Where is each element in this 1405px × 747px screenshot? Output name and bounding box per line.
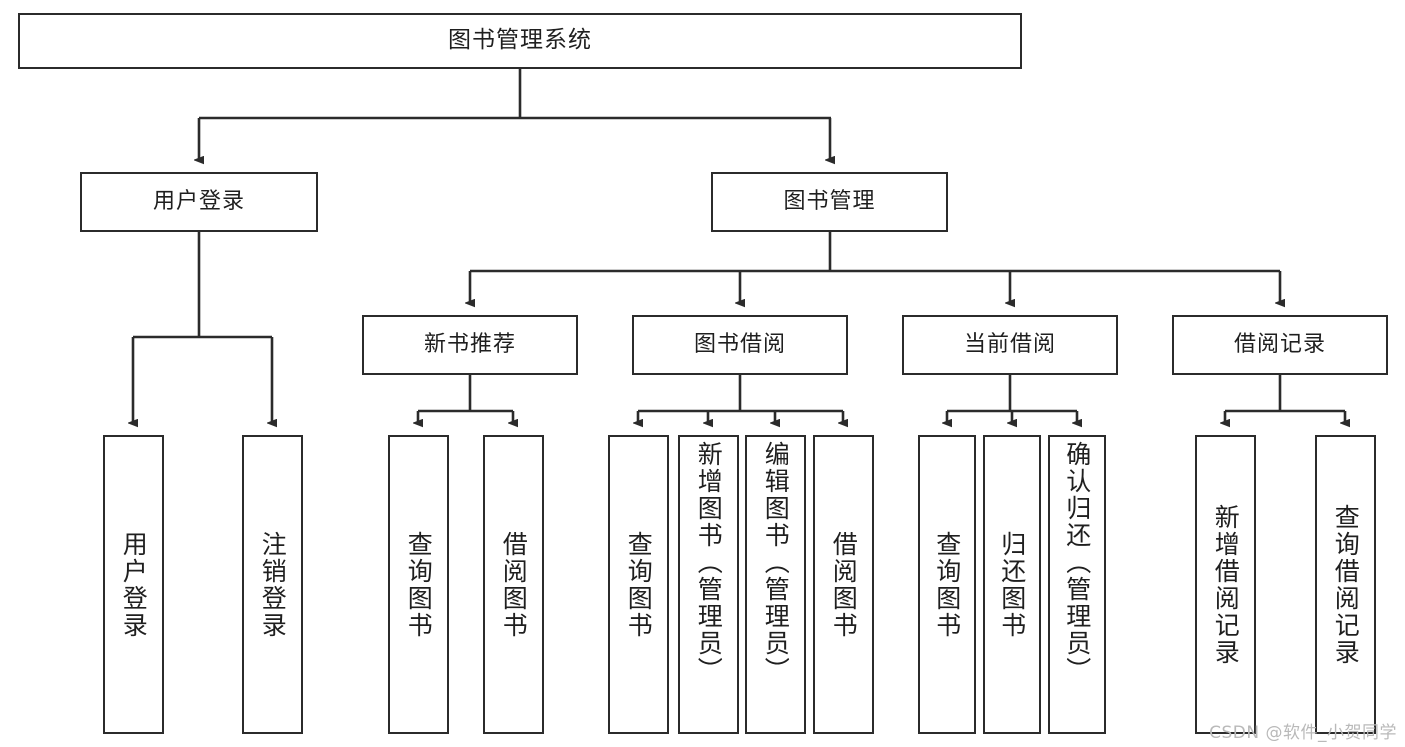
node-book-manage-label: 图书管理 xyxy=(783,188,876,214)
node-new-book-rec[interactable]: 新书推荐 xyxy=(362,315,578,375)
leaf-text-wrap: 查询图书 xyxy=(610,437,667,732)
node-root-label: 图书管理系统 xyxy=(448,27,592,54)
leaf-text-wrap: 借阅图书 xyxy=(815,437,872,732)
leaf-text-wrap: 借阅图书 xyxy=(485,437,542,732)
node-new-book-rec-label: 新书推荐 xyxy=(423,331,516,357)
leaf-text-wrap: 查询图书 xyxy=(390,437,447,732)
node-leaf-return-book[interactable]: 归还图书 xyxy=(983,435,1041,734)
node-leaf-edit-book-label: 编辑图书（管理员） xyxy=(761,441,791,684)
node-leaf-edit-book[interactable]: 编辑图书（管理员） xyxy=(745,435,806,734)
leaf-text-wrap: 用户登录 xyxy=(105,437,162,732)
node-borrow-record-label: 借阅记录 xyxy=(1233,331,1326,357)
leaf-text-wrap: 注销登录 xyxy=(244,437,301,732)
leaf-text-wrap: 查询借阅记录 xyxy=(1317,437,1374,732)
node-leaf-query-record[interactable]: 查询借阅记录 xyxy=(1315,435,1376,734)
node-leaf-return-book-label: 归还图书 xyxy=(997,530,1027,639)
node-leaf-confirm-return[interactable]: 确认归还（管理员） xyxy=(1048,435,1106,734)
node-leaf-add-record[interactable]: 新增借阅记录 xyxy=(1195,435,1256,734)
node-book-borrow-label: 图书借阅 xyxy=(693,331,786,357)
node-leaf-borrow-book-rec[interactable]: 借阅图书 xyxy=(483,435,544,734)
node-leaf-logout[interactable]: 注销登录 xyxy=(242,435,303,734)
node-leaf-query-book-rec-label: 查询图书 xyxy=(404,530,434,639)
node-current-borrow[interactable]: 当前借阅 xyxy=(902,315,1118,375)
node-user-login-label: 用户登录 xyxy=(152,188,245,214)
node-current-borrow-label: 当前借阅 xyxy=(963,331,1056,357)
node-leaf-borrow-book[interactable]: 借阅图书 xyxy=(813,435,874,734)
leaf-text-wrap: 新增图书（管理员） xyxy=(680,437,737,732)
node-leaf-confirm-return-label: 确认归还（管理员） xyxy=(1062,441,1092,684)
leaf-text-wrap: 查询图书 xyxy=(920,437,974,732)
node-leaf-add-book-label: 新增图书（管理员） xyxy=(694,441,724,684)
watermark: CSDN @软件_小贺同学 xyxy=(1209,723,1397,743)
node-leaf-add-book[interactable]: 新增图书（管理员） xyxy=(678,435,739,734)
leaf-text-wrap: 新增借阅记录 xyxy=(1197,437,1254,732)
leaf-text-wrap: 确认归还（管理员） xyxy=(1050,437,1104,732)
node-root[interactable]: 图书管理系统 xyxy=(18,13,1022,69)
leaf-text-wrap: 归还图书 xyxy=(985,437,1039,732)
node-book-manage[interactable]: 图书管理 xyxy=(711,172,948,232)
node-leaf-user-login-label: 用户登录 xyxy=(119,530,149,639)
node-leaf-query-book-current-label: 查询图书 xyxy=(932,530,962,639)
node-book-borrow[interactable]: 图书借阅 xyxy=(632,315,848,375)
node-leaf-query-book-borrow-label: 查询图书 xyxy=(624,530,654,639)
node-leaf-borrow-book-rec-label: 借阅图书 xyxy=(499,530,529,639)
node-leaf-add-record-label: 新增借阅记录 xyxy=(1211,503,1241,666)
node-leaf-borrow-book-label: 借阅图书 xyxy=(829,530,859,639)
node-leaf-query-record-label: 查询借阅记录 xyxy=(1331,503,1361,666)
node-leaf-user-login[interactable]: 用户登录 xyxy=(103,435,164,734)
node-leaf-logout-label: 注销登录 xyxy=(258,530,288,639)
node-leaf-query-book-current[interactable]: 查询图书 xyxy=(918,435,976,734)
node-leaf-query-book-borrow[interactable]: 查询图书 xyxy=(608,435,669,734)
node-borrow-record[interactable]: 借阅记录 xyxy=(1172,315,1388,375)
node-leaf-query-book-rec[interactable]: 查询图书 xyxy=(388,435,449,734)
node-user-login[interactable]: 用户登录 xyxy=(80,172,318,232)
leaf-text-wrap: 编辑图书（管理员） xyxy=(747,437,804,732)
